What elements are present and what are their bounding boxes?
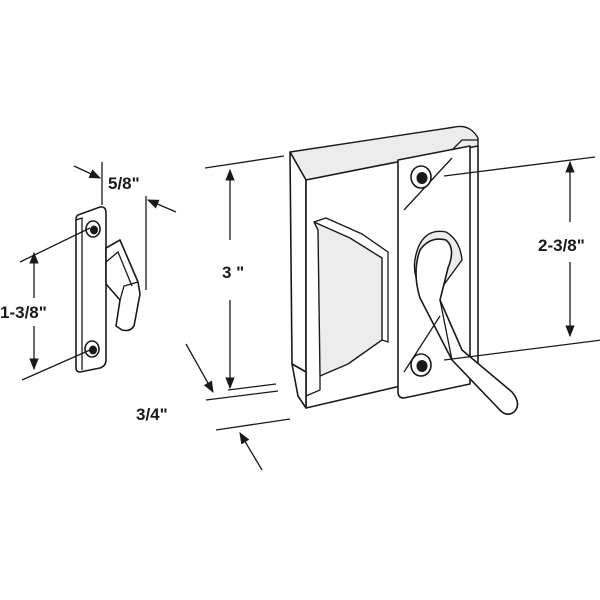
strike-plate [75, 206, 141, 373]
strike-width-label: 5/8" [108, 174, 140, 193]
latch-height-label: 3 " [222, 263, 244, 282]
latch-depth-label: 3/4" [136, 405, 168, 424]
latch-hole-spacing-label: 2-3/8" [538, 236, 585, 255]
latch-height-dimension: 3 " [204, 155, 285, 391]
strike-hole-spacing-dimension: 1-3/8" [0, 227, 91, 381]
sash-lock-latch [289, 125, 519, 416]
latch-depth-dimension: 3/4" [136, 343, 291, 471]
latch-hole-spacing-dimension: 2-3/8" [443, 156, 600, 361]
strike-hole-spacing-label: 1-3/8" [0, 303, 47, 322]
strike-width-dimension: 5/8" [73, 162, 177, 290]
